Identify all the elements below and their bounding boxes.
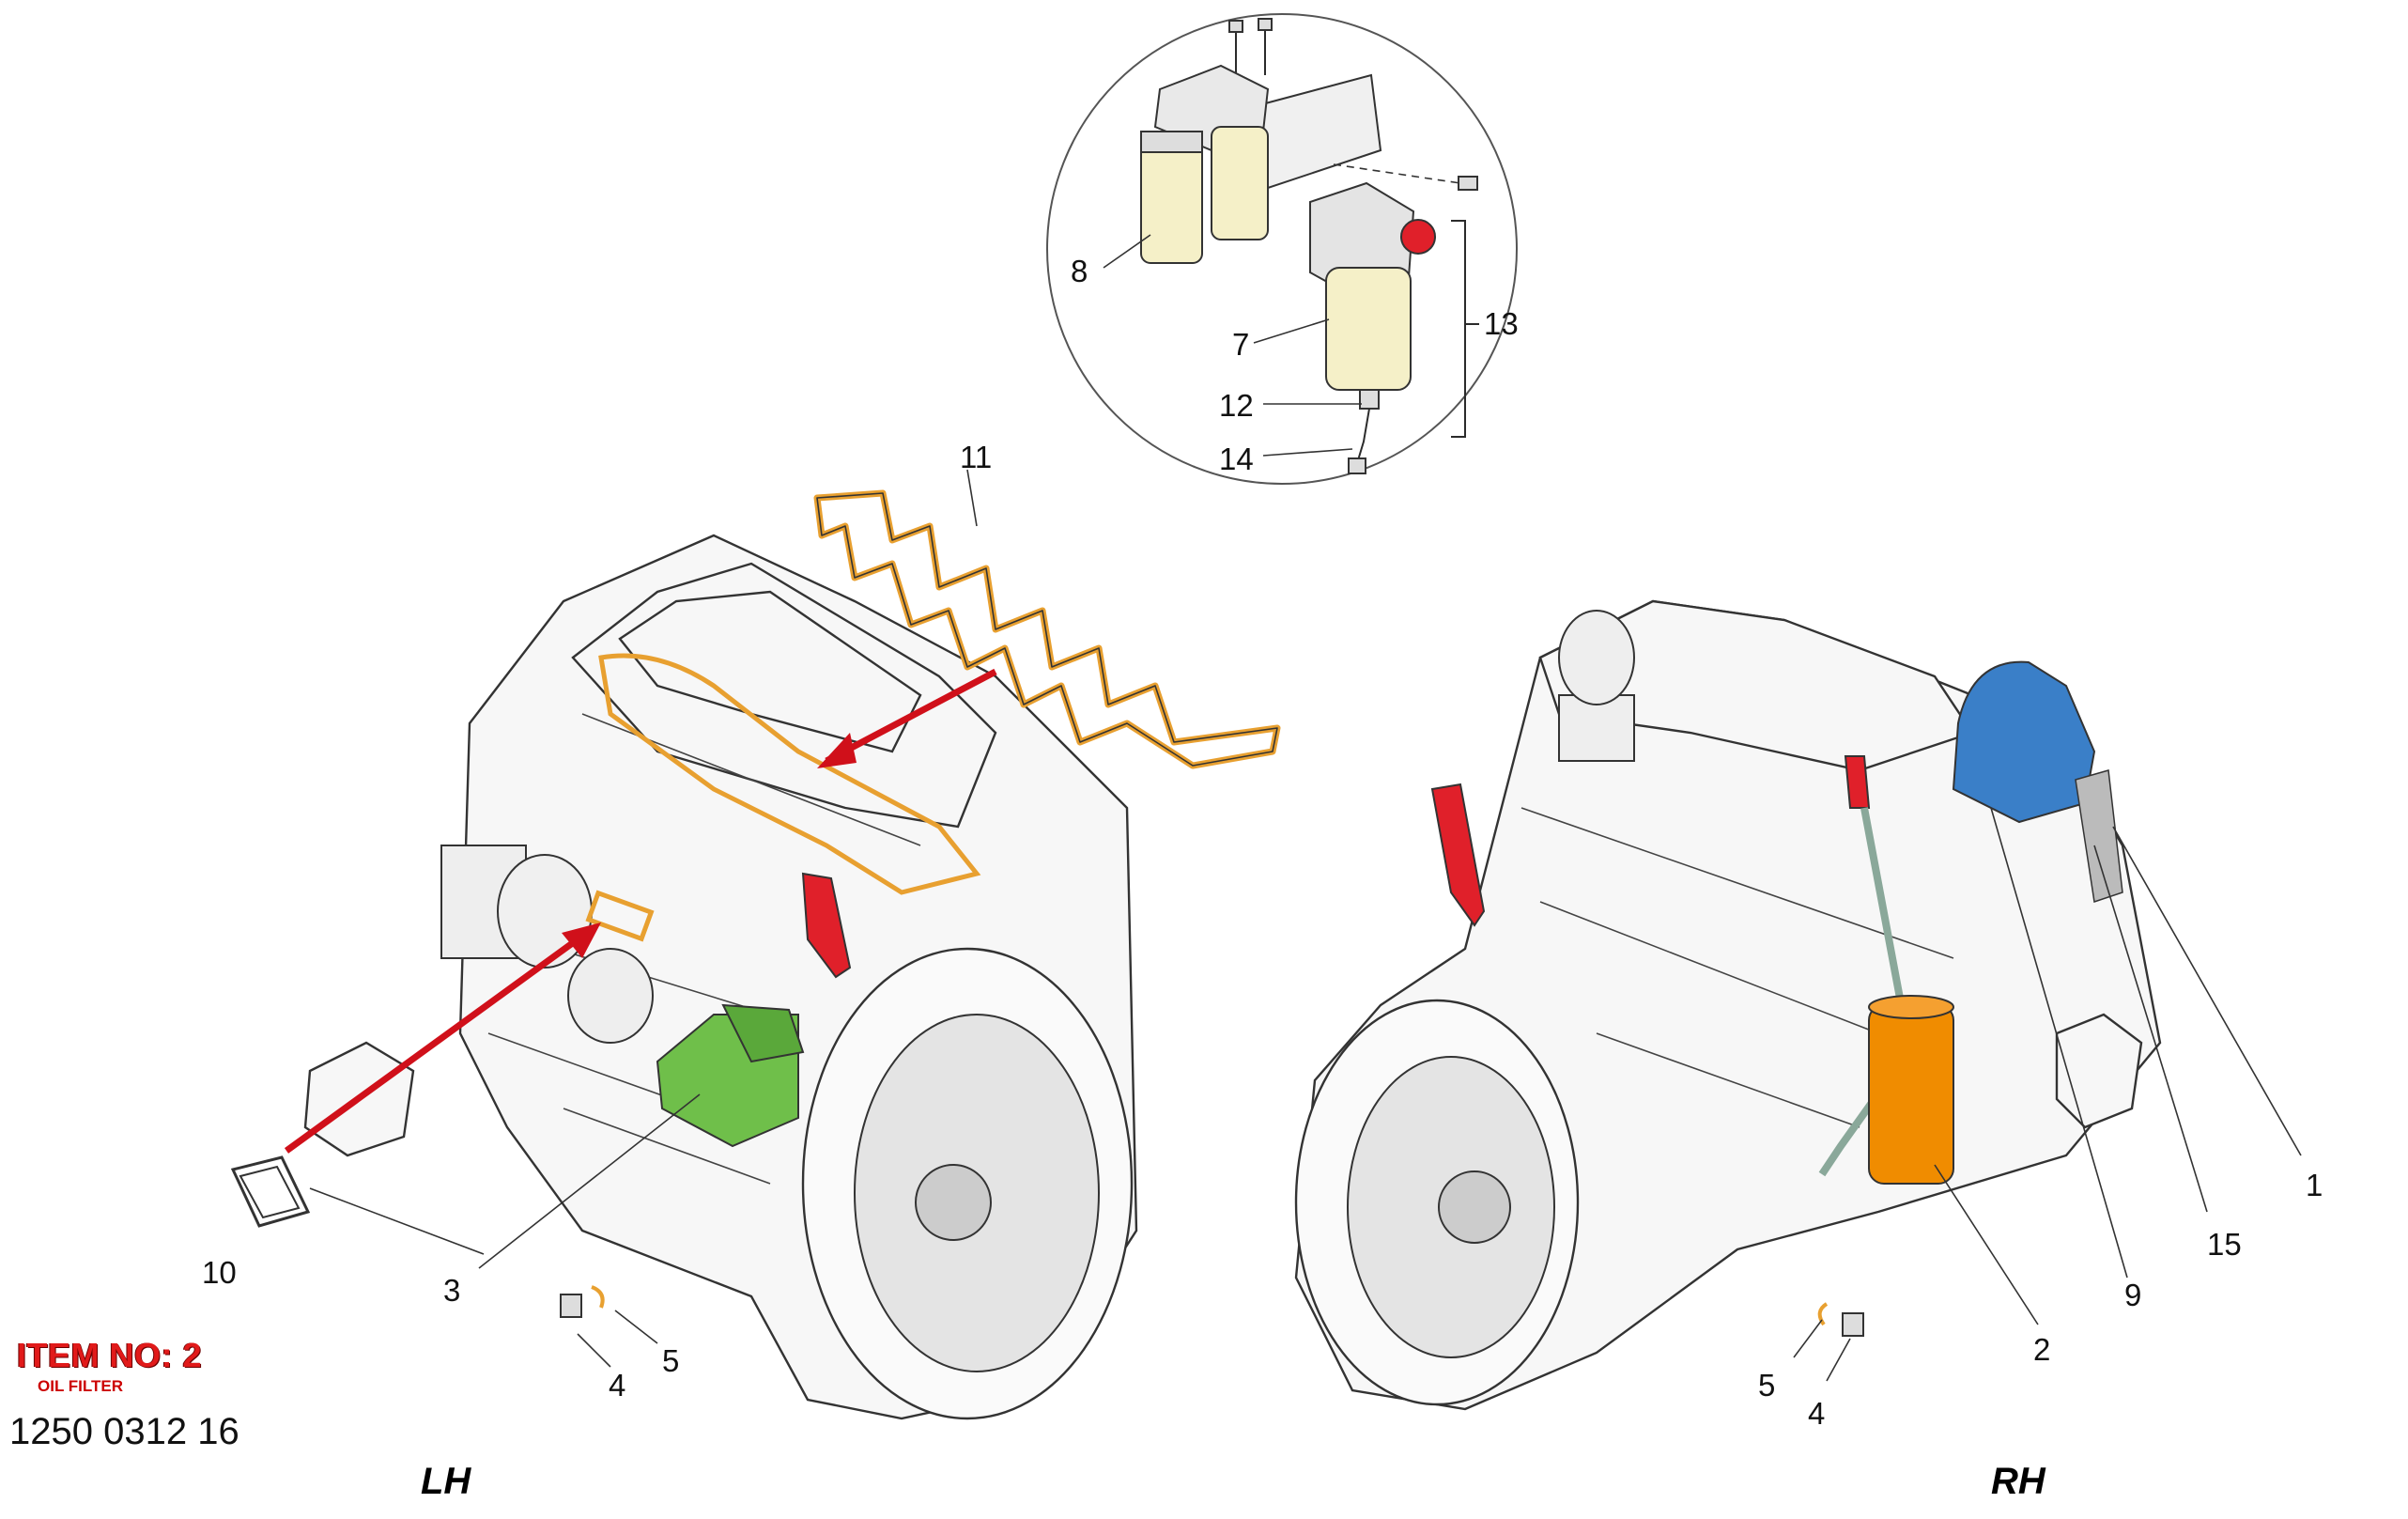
callout-1: 1 [2306, 1168, 2323, 1202]
callout-11: 11 [960, 440, 993, 474]
view-label-rh: RH [1991, 1461, 2045, 1502]
valve-cover-gasket [813, 489, 1281, 769]
callout-2: 2 [2033, 1332, 2051, 1367]
view-label-lh: LH [421, 1461, 471, 1502]
callout-5-rh: 5 [1758, 1368, 1776, 1403]
callout-8: 8 [1071, 254, 1088, 288]
item-name: OIL FILTER [38, 1377, 123, 1395]
callout-7: 7 [1232, 327, 1250, 362]
callout-13: 13 [1484, 306, 1519, 341]
callout-14: 14 [1219, 442, 1254, 476]
callout-5-lh: 5 [662, 1343, 680, 1378]
callout-15: 15 [2207, 1227, 2242, 1262]
callout-9: 9 [2124, 1278, 2142, 1312]
red-arrow-icon [284, 668, 997, 1154]
callout-10: 10 [202, 1255, 237, 1290]
callout-12: 12 [1219, 388, 1254, 423]
part-number: 1250 0312 16 [9, 1411, 239, 1452]
fuel-filter-inset [1046, 13, 1518, 485]
callout-3: 3 [443, 1273, 461, 1308]
item-number-title: ITEM NO: 2 [17, 1336, 203, 1374]
engine-rh-drawing [1294, 599, 2162, 1411]
exhaust-gasket [230, 1155, 311, 1228]
callout-4-lh: 4 [609, 1368, 626, 1403]
engine-lh-drawing [303, 534, 1138, 1420]
callout-4-rh: 4 [1808, 1396, 1826, 1431]
